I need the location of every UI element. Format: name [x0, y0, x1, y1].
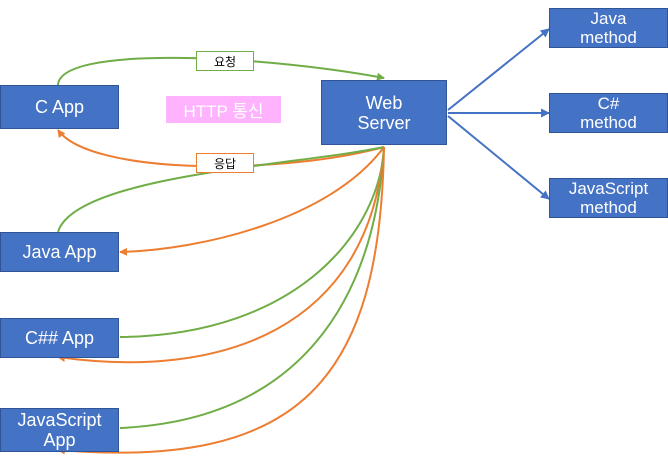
response-label-text: 응답: [213, 156, 237, 171]
javascript-method-label: JavaScript method: [568, 179, 649, 217]
server-to-java-method-arrow: [447, 28, 550, 111]
response-label: 응답: [196, 153, 254, 173]
csharp-app-response-arrow: [57, 146, 385, 364]
javascript-app-response-arrow: [57, 146, 385, 455]
javascript-app-label: JavaScript App: [17, 410, 102, 450]
java-method-box: Java method: [549, 8, 668, 48]
web-server-label: Web Server: [357, 92, 411, 133]
c-app-request-arrow: [57, 56, 385, 86]
javascript-app-request-curve: [119, 146, 385, 429]
request-label-text: 요청: [213, 54, 237, 69]
csharp-app-label: C## App: [24, 328, 95, 348]
java-app-box: Java App: [0, 232, 119, 272]
c-app-box: C App: [0, 85, 119, 129]
web-server-box: Web Server: [321, 80, 447, 145]
http-communication-text: HTTP 통신: [183, 102, 264, 121]
http-communication-label: HTTP 통신: [166, 96, 281, 123]
csharp-app-box: C## App: [0, 318, 119, 358]
c-app-label: C App: [34, 97, 85, 117]
csharp-method-label: C# method: [580, 94, 637, 132]
java-app-request-curve: [57, 146, 385, 233]
javascript-app-box: JavaScript App: [0, 408, 119, 452]
java-method-label: Java method: [580, 9, 637, 47]
java-app-label: Java App: [22, 242, 97, 262]
csharp-app-request-curve: [119, 146, 385, 338]
java-app-response-arrow: [119, 146, 385, 256]
c-app-response-arrow: [57, 129, 385, 168]
csharp-method-box: C# method: [549, 93, 668, 133]
javascript-method-box: JavaScript method: [549, 178, 668, 218]
server-to-javascript-method-arrow: [447, 115, 550, 200]
request-label: 요청: [196, 51, 254, 71]
